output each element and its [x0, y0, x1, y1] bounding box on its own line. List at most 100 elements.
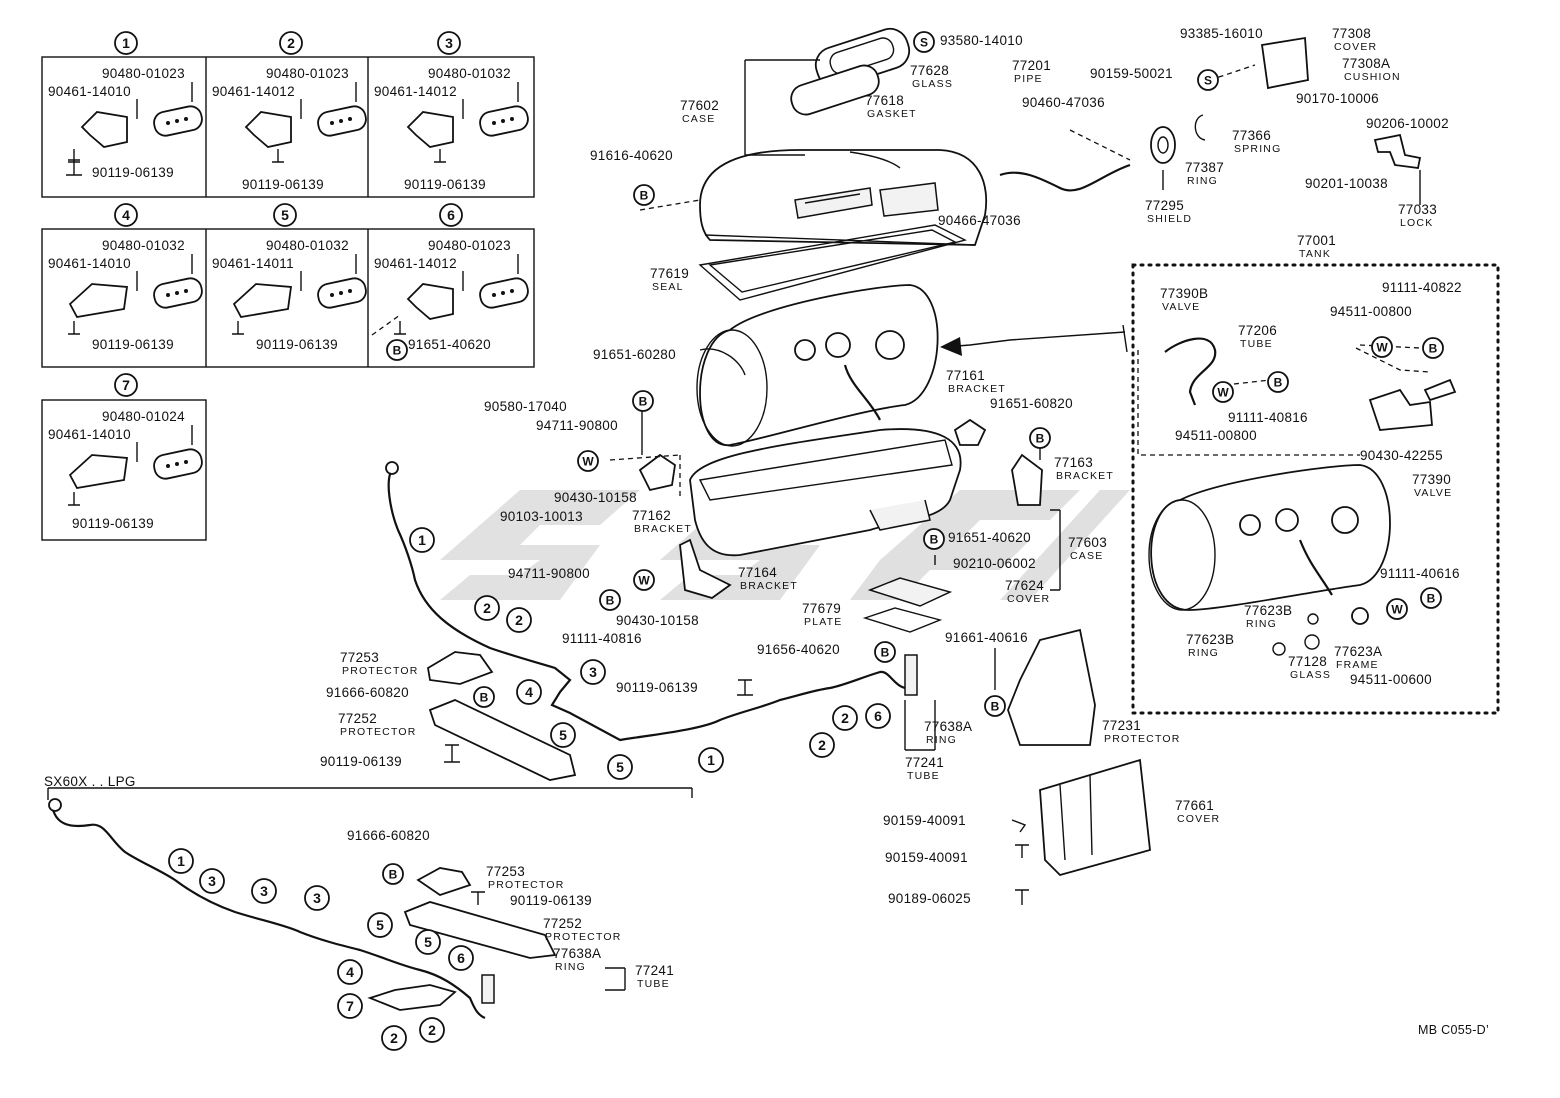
part-name: RING — [1246, 618, 1277, 630]
label-90210: 90210-06002 — [953, 556, 1036, 571]
part-number: 94711-90800 — [536, 418, 618, 433]
callout-text: B — [1427, 592, 1436, 606]
callout-text: 5 — [376, 917, 384, 933]
part-number: 94511-00800 — [1330, 304, 1412, 319]
label-90170: 90170-10006 — [1296, 91, 1379, 106]
protector-77253a-drawing — [427, 651, 494, 685]
bracket-77163-drawing — [1011, 453, 1043, 506]
callout-text: 5 — [559, 727, 567, 743]
callout-b: B — [1029, 427, 1051, 449]
callout-s: S — [1197, 69, 1219, 91]
callout-b: B — [1420, 587, 1442, 609]
label-94511b: 94511-00800 — [1175, 428, 1257, 443]
part-name: PROTECTOR — [488, 879, 565, 891]
part-number: 91651-60280 — [593, 347, 676, 362]
part-number: 90159-40091 — [883, 813, 966, 828]
label-90430c: 90430-10158 — [616, 613, 699, 628]
callout-text: 1 — [707, 752, 715, 768]
label-90189: 90189-06025 — [888, 891, 971, 906]
part-number: 91666-60820 — [347, 828, 430, 843]
part-name: CUSHION — [1344, 71, 1401, 83]
inset-pn-3: 90119-06139 — [242, 177, 324, 192]
callout-b: B — [984, 695, 1006, 717]
part-number: 77253 — [340, 650, 379, 665]
frame-77623A-drawing — [1351, 607, 1369, 625]
inset-pn-2: 90461-14012 — [212, 84, 295, 99]
label-90430b: 90430-10158 — [554, 490, 637, 505]
inset-pn-3: 90119-06139 — [92, 165, 174, 180]
tube-route-upper — [387, 469, 911, 742]
part-number: 90210-06002 — [953, 556, 1036, 571]
part-number: 90201-10038 — [1305, 176, 1388, 191]
callout-text: W — [1391, 603, 1403, 617]
part-number: 77164 — [738, 565, 777, 580]
callout-5: 5 — [415, 929, 441, 955]
part-number: 91651-60820 — [990, 396, 1073, 411]
part-number: 77618 — [865, 93, 904, 108]
callout-6: 6 — [865, 703, 891, 729]
part-name: CASE — [682, 113, 715, 125]
part-number: 77390 — [1412, 472, 1451, 487]
inset-number-text: 5 — [281, 207, 289, 223]
callout-b: B — [599, 589, 621, 611]
callout-b: B — [473, 686, 495, 708]
callout-4: 4 — [516, 679, 542, 705]
part-number: 90119-06139 — [616, 680, 698, 695]
inset-pn-3: 90119-06139 — [92, 337, 174, 352]
main-drawings — [47, 27, 1500, 1020]
label-90460: 90460-47036 — [1022, 95, 1105, 110]
callout-text: 4 — [346, 964, 354, 980]
glass-77128-drawing — [1304, 634, 1320, 650]
label-90159c: 90159-40091 — [885, 850, 968, 865]
part-number: 77387 — [1185, 160, 1224, 175]
part-number: 77295 — [1145, 198, 1184, 213]
callout-b: B — [632, 390, 654, 412]
inset-pn-3: 90119-06139 — [256, 337, 338, 352]
part-number: 77390B — [1160, 286, 1208, 301]
callout-text: B — [393, 344, 402, 358]
callout-text: W — [582, 455, 594, 469]
callout-text: 5 — [616, 759, 624, 775]
part-name: FRAME — [1336, 659, 1379, 671]
part-name: PLATE — [804, 616, 842, 628]
callout-w: W — [577, 450, 599, 472]
callout-b: B — [874, 641, 896, 663]
callout-text: 2 — [841, 710, 849, 726]
part-number: 90206-10002 — [1366, 116, 1449, 131]
callout-text: 3 — [313, 890, 321, 906]
callout-text: B — [1274, 376, 1283, 390]
inset-pn-1: 90480-01032 — [102, 238, 185, 253]
plate-77679-drawing — [862, 607, 943, 633]
callout-w: W — [633, 569, 655, 591]
part-name: TUBE — [637, 978, 670, 990]
inset-pn-3: 91651-40620 — [408, 337, 491, 352]
callout-text: B — [881, 646, 890, 660]
label-90103: 90103-10013 — [500, 509, 583, 524]
label-90466: 90466-47036 — [938, 213, 1021, 228]
tube-77206-drawing — [1164, 337, 1217, 406]
inset-pn-3: 90119-06139 — [72, 516, 154, 531]
part-number: 93580-14010 — [940, 33, 1023, 48]
label-94511a: 94511-00800 — [1330, 304, 1412, 319]
tank-77001-frame — [1131, 263, 1500, 715]
part-name: VALVE — [1414, 487, 1452, 499]
label-91111d: 91111-40816 — [562, 631, 642, 646]
part-number: 77241 — [905, 755, 944, 770]
part-name: LOCK — [1400, 217, 1433, 229]
part-number: 94511-00600 — [1350, 672, 1432, 687]
callout-2: 2 — [419, 1017, 445, 1043]
label-91666b: 91666-60820 — [347, 828, 430, 843]
